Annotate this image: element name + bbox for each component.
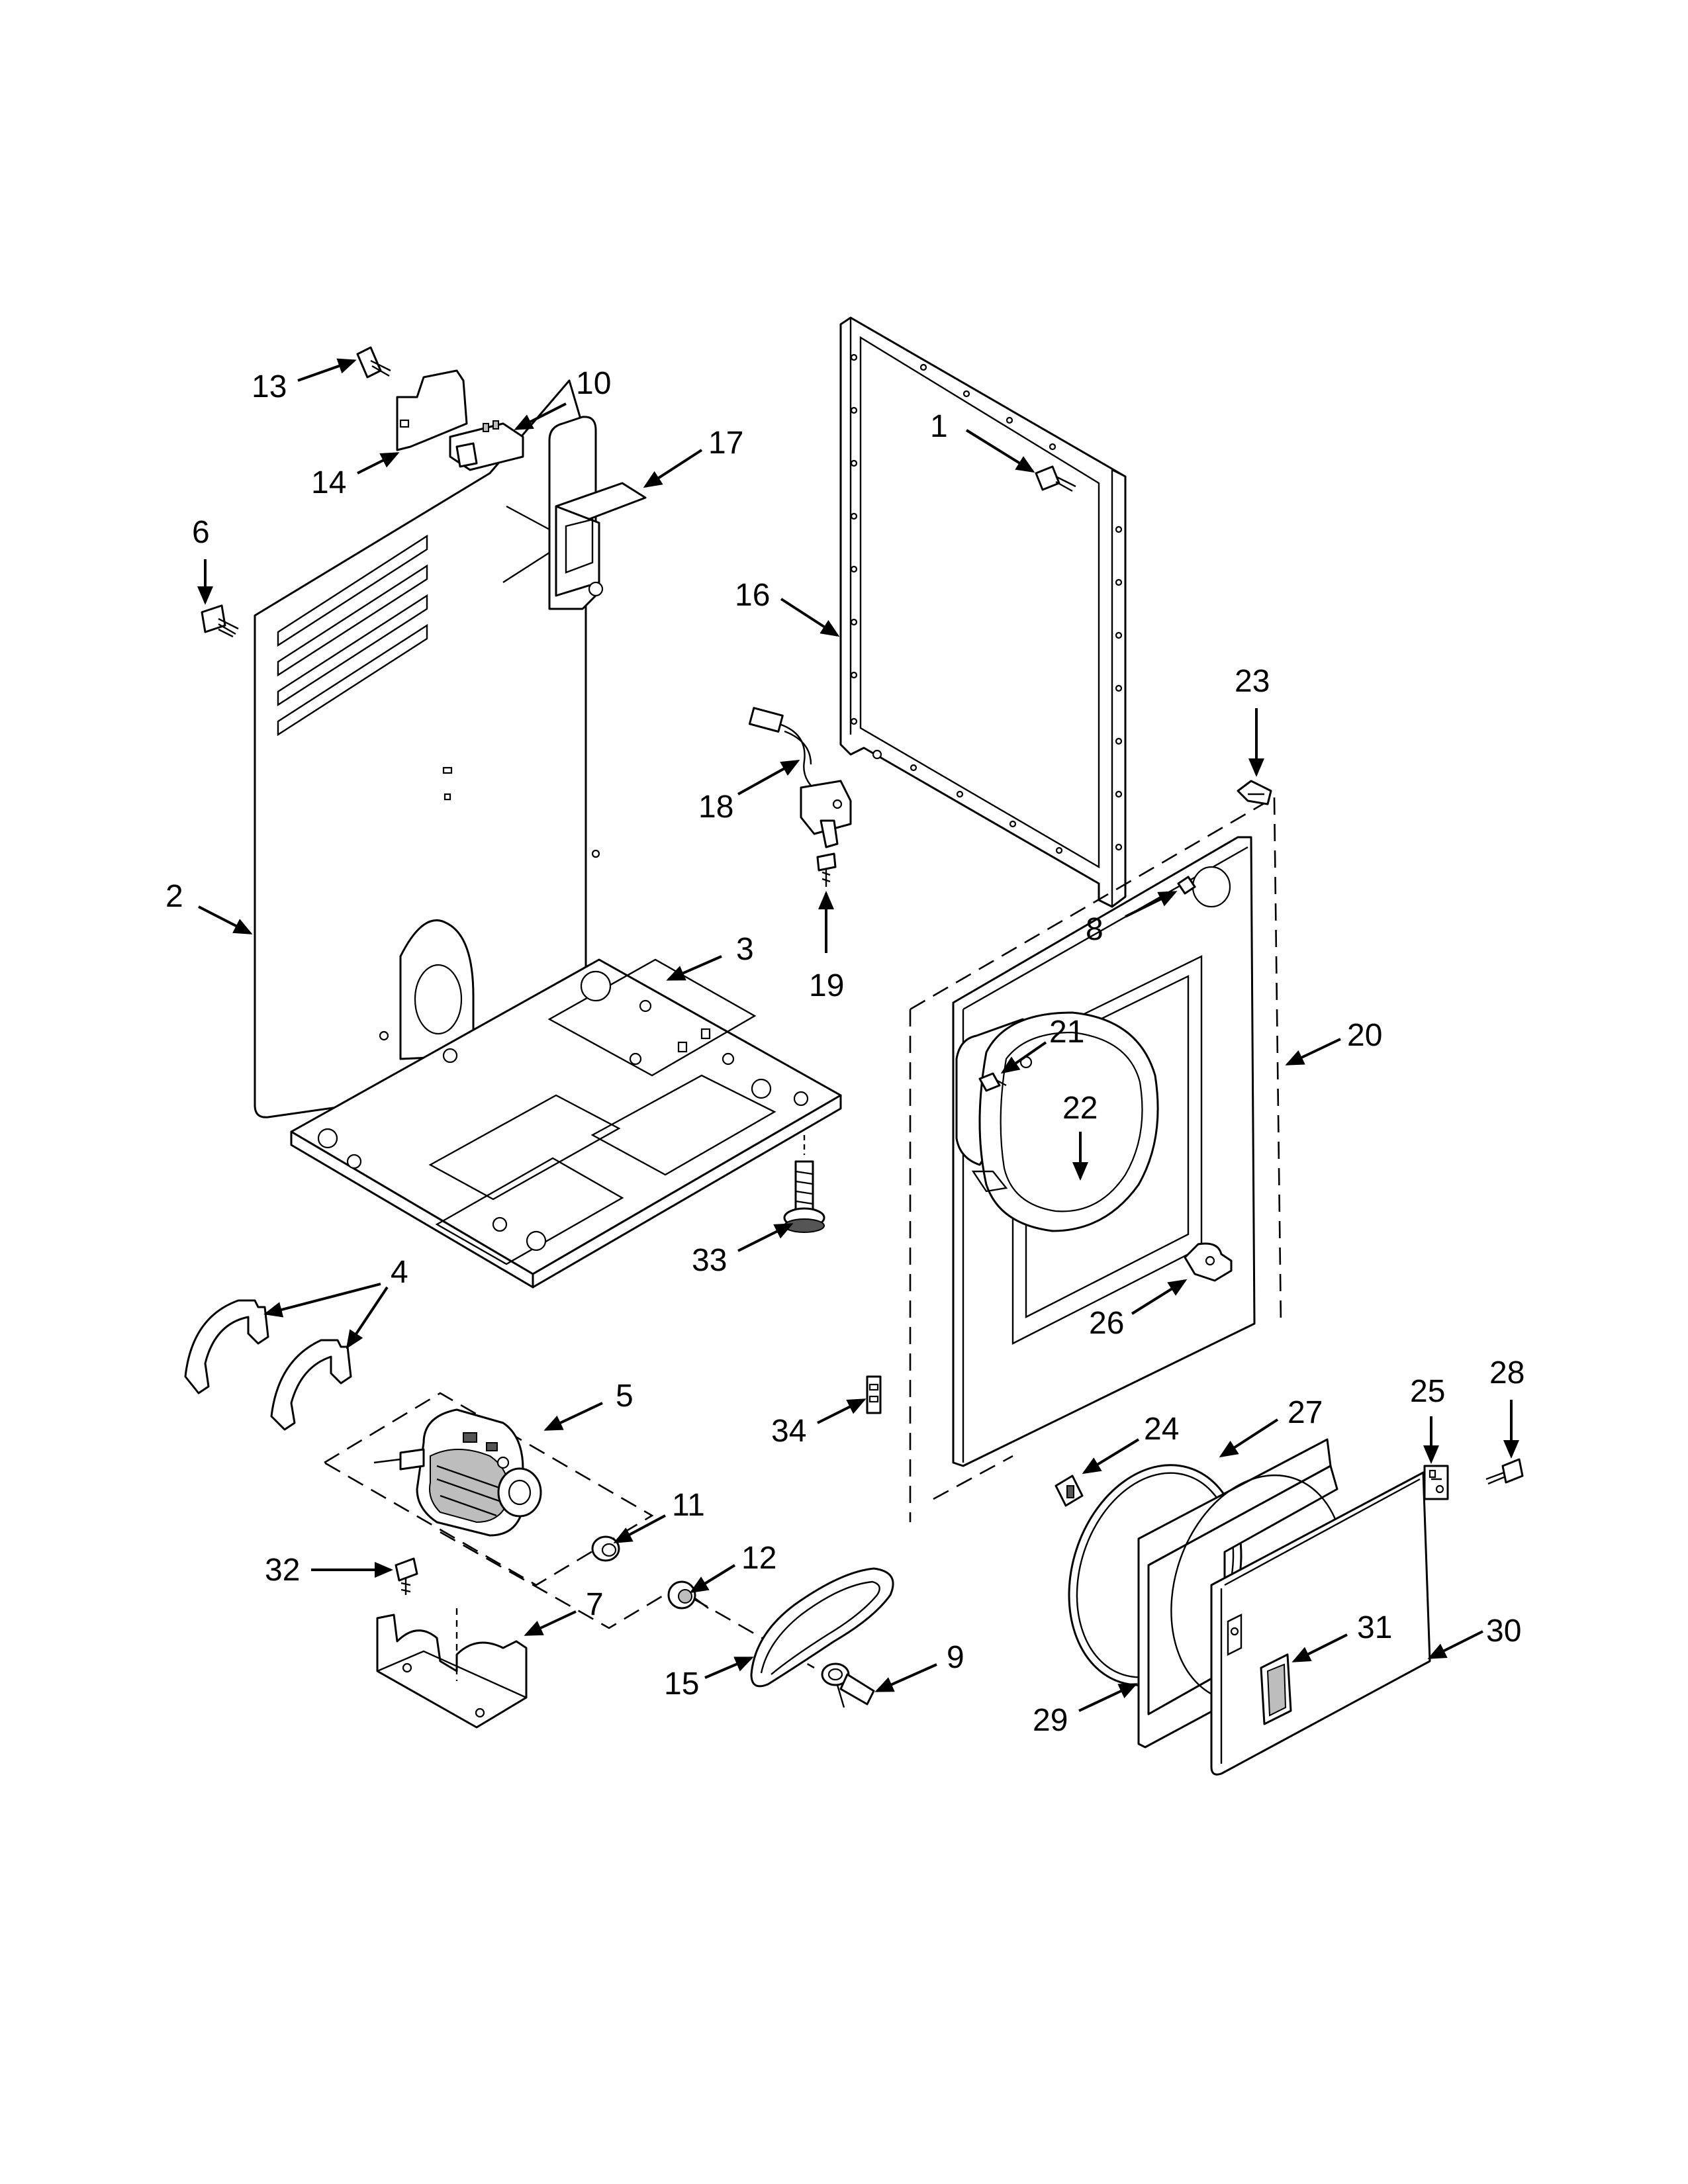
callout-1: 1 — [930, 409, 1035, 473]
callout-number: 13 — [252, 369, 287, 404]
callout-24: 24 — [1082, 1412, 1179, 1475]
callout-number: 1 — [930, 409, 948, 444]
callout-7: 7 — [524, 1587, 604, 1636]
clip-8 — [1177, 876, 1196, 895]
callout-28: 28 — [1489, 1355, 1524, 1459]
callout-4: 4 — [263, 1255, 408, 1349]
switch-harness — [748, 707, 852, 848]
screw-21 — [978, 1072, 1007, 1092]
callout-5: 5 — [543, 1379, 633, 1431]
callout-number: 2 — [165, 879, 183, 914]
callout-29: 29 — [1033, 1683, 1138, 1738]
callout-number: 23 — [1235, 664, 1270, 699]
callout-number: 19 — [809, 968, 844, 1003]
callout-15: 15 — [664, 1657, 754, 1702]
callout-23: 23 — [1235, 664, 1270, 777]
callout-number: 34 — [771, 1414, 806, 1449]
callout-9: 9 — [874, 1640, 964, 1692]
callout-number: 8 — [1086, 912, 1103, 947]
pulley-12 — [667, 1580, 709, 1610]
hinge-25 — [1423, 1465, 1449, 1500]
callout-12: 12 — [689, 1541, 776, 1594]
screw-32 — [395, 1557, 418, 1595]
callout-16: 16 — [735, 578, 840, 637]
callout-number: 31 — [1357, 1610, 1392, 1645]
callout-21: 21 — [1000, 1015, 1084, 1074]
callout-8: 8 — [1086, 891, 1178, 947]
callout-number: 26 — [1089, 1306, 1124, 1341]
motor-clips — [184, 1299, 352, 1431]
bracket-34 — [866, 1375, 882, 1414]
callout-17: 17 — [643, 426, 743, 488]
callout-number: 14 — [311, 465, 346, 500]
door-catch-26 — [1184, 1242, 1233, 1282]
callout-number: 30 — [1486, 1614, 1521, 1649]
callout-number: 3 — [736, 932, 754, 967]
callout-number: 21 — [1049, 1015, 1084, 1050]
drive-motor — [322, 1392, 815, 1669]
leveling-leg — [783, 1135, 825, 1233]
callout-10: 10 — [514, 366, 611, 430]
callout-number: 18 — [698, 790, 733, 825]
callout-25: 25 — [1410, 1374, 1445, 1464]
callout-number: 7 — [586, 1587, 604, 1622]
bracket — [502, 416, 647, 610]
callout-number: 33 — [692, 1243, 727, 1278]
callout-13: 13 — [252, 358, 357, 404]
callout-number: 12 — [741, 1541, 776, 1576]
callout-32: 32 — [265, 1553, 393, 1588]
callout-number: 22 — [1062, 1091, 1098, 1126]
callout-20: 20 — [1285, 1018, 1382, 1066]
callout-2: 2 — [165, 879, 253, 934]
callout-number: 25 — [1410, 1374, 1445, 1409]
callout-number: 6 — [192, 515, 210, 550]
callout-number: 32 — [265, 1553, 300, 1588]
screw-19 — [816, 852, 837, 887]
callout-number: 15 — [664, 1666, 699, 1702]
callout-number: 28 — [1489, 1355, 1524, 1390]
callout-30: 30 — [1427, 1614, 1521, 1659]
front-panel — [909, 796, 1282, 1522]
callout-number: 29 — [1033, 1703, 1068, 1738]
callout-34: 34 — [771, 1398, 867, 1449]
callout-number: 11 — [672, 1488, 705, 1523]
clip-23 — [1237, 780, 1272, 805]
callout-14: 14 — [311, 452, 400, 500]
callout-31: 31 — [1291, 1610, 1392, 1662]
callout-26: 26 — [1089, 1279, 1188, 1341]
callout-number: 9 — [947, 1640, 964, 1675]
callout-number: 10 — [576, 366, 611, 401]
callout-18: 18 — [698, 760, 800, 825]
callout-number: 16 — [735, 578, 770, 613]
callout-number: 27 — [1288, 1395, 1323, 1430]
screw-28 — [1485, 1458, 1524, 1485]
terminal-connector — [449, 420, 524, 471]
idler-pulley — [821, 1662, 875, 1708]
mounting-plate — [396, 369, 468, 451]
drive-belt — [750, 1567, 894, 1688]
screw-13 — [356, 346, 391, 379]
callout-33: 33 — [692, 1223, 794, 1278]
callout-3: 3 — [666, 932, 754, 981]
door-hinge-24 — [1055, 1475, 1084, 1507]
callout-19: 19 — [809, 891, 844, 1003]
motor-mount — [376, 1608, 528, 1729]
callout-11: 11 — [613, 1488, 705, 1543]
rear-frame — [839, 316, 1127, 908]
base-plate — [290, 958, 842, 1289]
callout-6: 6 — [192, 515, 213, 605]
callout-number: 24 — [1144, 1412, 1179, 1447]
door-handle — [1227, 1614, 1292, 1725]
callout-number: 17 — [708, 426, 743, 461]
callout-number: 4 — [391, 1255, 408, 1290]
pulley-11 — [591, 1535, 620, 1562]
callout-27: 27 — [1219, 1395, 1323, 1458]
callout-number: 20 — [1347, 1018, 1382, 1053]
screw-6 — [201, 604, 239, 638]
callout-22: 22 — [1062, 1091, 1098, 1181]
callout-number: 5 — [616, 1379, 633, 1414]
screw-1 — [1035, 465, 1076, 492]
